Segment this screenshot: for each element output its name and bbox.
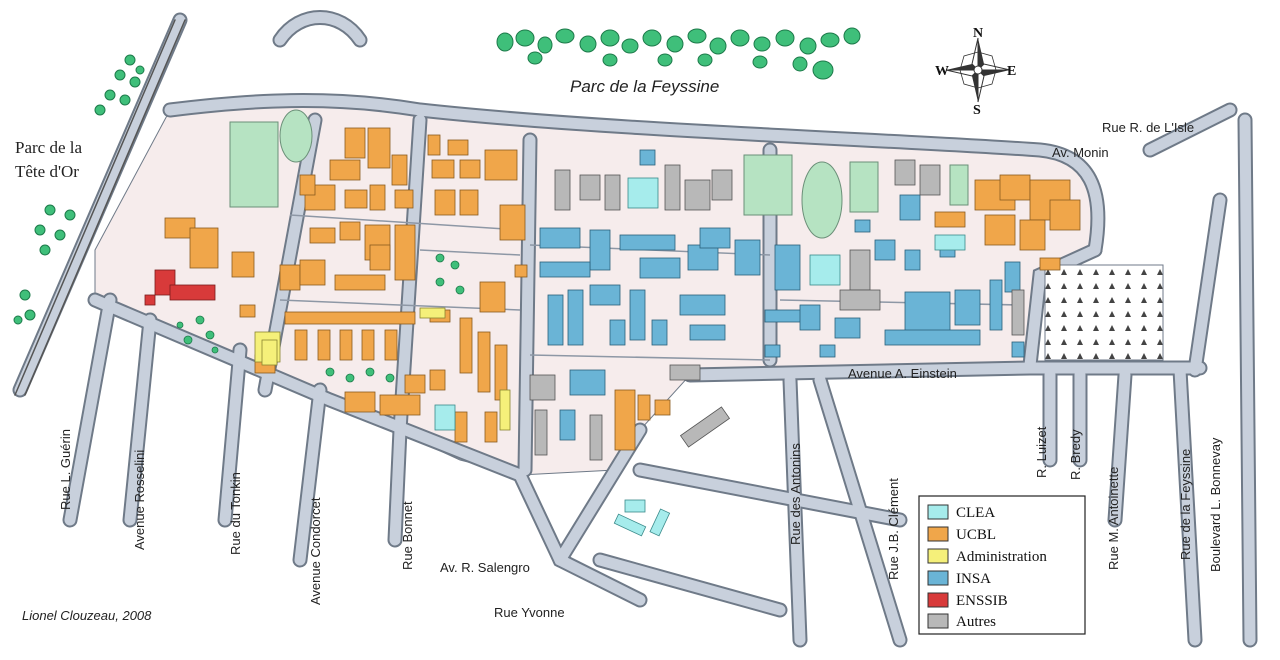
buildings-enssib: [144, 269, 216, 306]
label-av-salengro: Av. R. Salengro: [440, 560, 530, 575]
buildings-clea: [434, 177, 966, 537]
label-rue-antoinette: Rue M. Antoinette: [1106, 467, 1121, 570]
label-avenue-rosselini: Avenue Rosselini: [132, 450, 147, 550]
vertical-street-labels: Rue L. Guérin Avenue Rosselini Rue du To…: [58, 426, 1223, 605]
label-r-luizet: R. Luizet: [1034, 426, 1049, 478]
legend: CLEA UCBL Administration INSA ENSSIB Aut…: [918, 495, 1086, 635]
legend-item-insa: INSA: [927, 570, 991, 587]
buildings-administration: [254, 307, 511, 431]
legend-item-ucbl: UCBL: [927, 526, 996, 543]
label-rue-clement: Rue J.B. Clément: [886, 478, 901, 580]
compass-n: N: [973, 26, 983, 41]
label-rue-de-la-feyssine: Rue de la Feyssine: [1178, 449, 1193, 560]
legend-item-enssib: ENSSIB: [927, 592, 1008, 609]
label-rue-yvonne: Rue Yvonne: [494, 605, 565, 620]
label-boulevard-bonnevay: Boulevard L. Bonnevay: [1208, 437, 1223, 572]
label-rue-du-tonkin: Rue du Tonkin: [228, 472, 243, 555]
trees-feyssine: [496, 27, 861, 80]
label-avenue-einstein: Avenue A. Einstein: [848, 366, 957, 381]
label-rue-guerin: Rue L. Guérin: [58, 429, 73, 510]
label-rue-bonnet: Rue Bonnet: [400, 501, 415, 570]
label-r-bredy: R. Bredy: [1068, 429, 1083, 480]
buildings-ucbl: [164, 127, 1081, 451]
legend-label-administration: Administration: [956, 549, 1047, 565]
trees-campus: [176, 253, 465, 383]
legend-item-autres: Autres: [927, 613, 996, 630]
compass-s: S: [973, 103, 981, 118]
compass-rose: N S E W: [935, 26, 1016, 118]
compass-e: E: [1007, 64, 1016, 79]
label-av-monin: Av. Monin: [1052, 145, 1109, 160]
label-parc-feyssine: Parc de la Feyssine: [570, 77, 719, 96]
trees-tete-dor: [13, 54, 145, 325]
sports-fields: [229, 109, 969, 239]
legend-label-clea: CLEA: [956, 505, 995, 521]
legend-item-administration: Administration: [927, 548, 1047, 565]
legend-label-enssib: ENSSIB: [956, 593, 1008, 609]
label-parc-tete-dor-1: Parc de la: [15, 138, 82, 157]
buildings-insa: [539, 149, 1025, 441]
label-rue-de-lisle: Rue R. de L'Isle: [1102, 120, 1194, 135]
label-parc-tete-dor-2: Tête d'Or: [15, 162, 79, 181]
legend-item-clea: CLEA: [927, 504, 995, 521]
compass-w: W: [935, 64, 949, 79]
buildings-autres: [529, 159, 1025, 461]
parking-lot: [1044, 264, 1164, 361]
legend-label-ucbl: UCBL: [956, 527, 996, 543]
label-rue-des-antonins: Rue des Antonins: [788, 443, 803, 545]
label-avenue-condorcet: Avenue Condorcet: [308, 497, 323, 605]
legend-label-autres: Autres: [956, 614, 996, 630]
map-credit: Lionel Clouzeau, 2008: [22, 608, 152, 623]
legend-label-insa: INSA: [956, 571, 991, 587]
